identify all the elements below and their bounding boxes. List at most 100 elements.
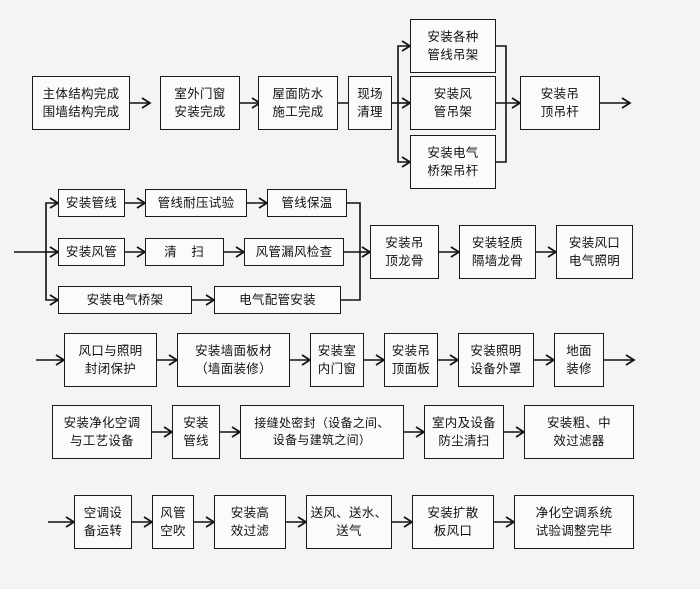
node-line: 主体结构完成	[42, 85, 120, 101]
node-line: 安装风管	[65, 243, 118, 259]
node-line: 效过滤器	[553, 433, 605, 448]
node-r1n1[interactable]: 主体结构完成 围墙结构完成	[32, 76, 130, 130]
node-line: 效过滤	[230, 523, 270, 538]
node-line: 试验调整完毕	[535, 523, 613, 538]
node-line: 安装风	[433, 85, 473, 101]
node-line: 顶吊杆	[540, 104, 580, 119]
node-line: 室内及设备	[431, 414, 496, 430]
node-line: 管线吊架	[427, 47, 479, 62]
node-r2n8[interactable]: 电气配管安装	[214, 286, 341, 314]
node-line: 管线耐压试验	[157, 194, 235, 210]
node-line: 设备与建筑之间）	[272, 433, 372, 447]
node-line: （墙面装修）	[195, 361, 272, 376]
node-line: 安装墙面板材	[195, 342, 272, 358]
node-line: 空吹	[160, 523, 186, 538]
node-r3n4[interactable]: 安装吊 顶面板	[384, 333, 438, 387]
node-r2n9[interactable]: 安装吊 顶龙骨	[370, 225, 439, 279]
node-r2n4[interactable]: 安装风管	[58, 238, 125, 266]
node-r4n5[interactable]: 安装粗、中 效过滤器	[524, 405, 634, 459]
node-line: 装修	[566, 361, 592, 376]
node-line: 现场	[357, 85, 383, 101]
node-line: 防尘清扫	[438, 433, 490, 448]
node-r4n1[interactable]: 安装净化空调 与工艺设备	[52, 405, 152, 459]
node-line: 电气配管安装	[239, 291, 316, 307]
node-r1n5[interactable]: 安装各种 管线吊架	[410, 19, 496, 73]
node-line: 管线保温	[281, 194, 333, 210]
node-line: 顶龙骨	[385, 253, 424, 268]
node-r3n3[interactable]: 安装室 内门窗	[310, 333, 364, 387]
node-line: 安装轻质	[471, 234, 524, 250]
node-r4n4[interactable]: 室内及设备 防尘清扫	[424, 405, 504, 459]
node-line: 安装扩散	[427, 504, 479, 520]
node-line: 安装吊	[385, 234, 424, 250]
node-r5n5[interactable]: 安装扩散 板风口	[412, 495, 494, 549]
node-line: 送气	[336, 523, 362, 538]
node-line: 安装粗、中	[546, 414, 611, 430]
node-r5n1[interactable]: 空调设 备运转	[74, 495, 132, 549]
node-line: 内门窗	[317, 361, 357, 376]
node-line: 安装风口	[568, 234, 621, 250]
node-r2n2[interactable]: 管线耐压试验	[145, 189, 247, 217]
node-r1n2[interactable]: 室外门窗 安装完成	[160, 76, 240, 130]
node-r1n3[interactable]: 屋面防水 施工完成	[258, 76, 338, 130]
node-r4n3[interactable]: 接缝处密封（设备之间、 设备与建筑之间）	[240, 405, 404, 459]
node-line: 备运转	[83, 523, 123, 538]
node-line: 送风、送水、	[310, 504, 388, 520]
node-line: 设备外罩	[470, 361, 522, 376]
node-r5n3[interactable]: 安装高 效过滤	[214, 495, 286, 549]
node-line: 空调设	[83, 504, 123, 520]
node-line: 净化空调系统	[535, 504, 613, 520]
node-line: 隔墙龙骨	[471, 253, 524, 268]
node-line: 安装高	[230, 504, 270, 520]
node-line: 屋面防水	[272, 85, 324, 101]
node-line: 桥架吊杆	[427, 163, 479, 178]
node-line: 管线	[183, 433, 209, 448]
node-line: 与工艺设备	[69, 433, 134, 448]
node-r2n3[interactable]: 管线保温	[267, 189, 347, 217]
node-r3n5[interactable]: 安装照明 设备外罩	[458, 333, 534, 387]
node-line: 接缝处密封（设备之间、	[254, 415, 390, 430]
node-r1n8[interactable]: 安装吊 顶吊杆	[520, 76, 600, 130]
node-line: 安装各种	[427, 28, 479, 44]
node-r2n10[interactable]: 安装轻质 隔墙龙骨	[459, 225, 536, 279]
node-r1n7[interactable]: 安装电气 桥架吊杆	[410, 135, 496, 189]
node-line: 围墙结构完成	[42, 104, 120, 119]
node-line: 安装吊	[540, 85, 580, 101]
node-line: 地面	[566, 342, 592, 358]
node-r2n11[interactable]: 安装风口 电气照明	[556, 225, 633, 279]
node-line: 顶面板	[391, 361, 431, 376]
node-r5n6[interactable]: 净化空调系统 试验调整完毕	[514, 495, 634, 549]
node-line: 安装净化空调	[63, 414, 141, 430]
node-line: 安装	[183, 414, 209, 430]
node-r2n7[interactable]: 安装电气桥架	[58, 286, 192, 314]
node-line: 管吊架	[433, 104, 473, 119]
node-r4n2[interactable]: 安装 管线	[172, 405, 220, 459]
node-line: 室外门窗	[174, 85, 226, 101]
node-r2n5[interactable]: 清 扫	[145, 238, 224, 266]
node-r3n1[interactable]: 风口与照明 封闭保护	[64, 333, 157, 387]
node-line: 电气照明	[568, 253, 621, 268]
node-line: 安装吊	[391, 342, 431, 358]
node-line: 风管	[160, 504, 186, 520]
node-r3n6[interactable]: 地面 装修	[554, 333, 604, 387]
node-line: 施工完成	[272, 104, 324, 119]
node-line: 安装完成	[174, 104, 226, 119]
node-r2n6[interactable]: 风管漏风检查	[244, 238, 344, 266]
node-r5n4[interactable]: 送风、送水、 送气	[306, 495, 392, 549]
node-line: 清 扫	[164, 243, 205, 259]
node-line: 安装电气	[427, 144, 479, 160]
node-line: 安装照明	[470, 342, 522, 358]
node-r2n1[interactable]: 安装管线	[58, 189, 125, 217]
node-line: 清理	[357, 104, 383, 119]
node-r5n2[interactable]: 风管 空吹	[152, 495, 194, 549]
node-line: 封闭保护	[84, 361, 137, 376]
node-r3n2[interactable]: 安装墙面板材 （墙面装修）	[177, 333, 290, 387]
node-line: 安装电气桥架	[86, 291, 164, 307]
node-line: 风口与照明	[78, 342, 143, 358]
node-r1n4[interactable]: 现场 清理	[348, 76, 392, 130]
node-r1n6[interactable]: 安装风 管吊架	[410, 76, 496, 130]
node-line: 板风口	[433, 523, 473, 538]
node-line: 安装室	[317, 342, 357, 358]
node-line: 安装管线	[65, 194, 118, 210]
